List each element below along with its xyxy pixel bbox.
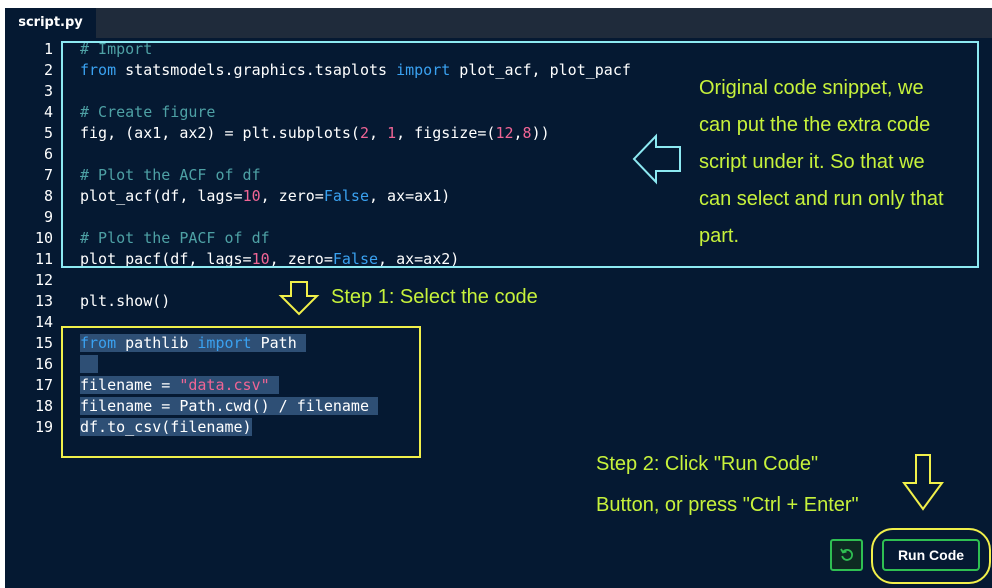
code-text: # Plot the ACF of df: [80, 166, 261, 184]
code-text: filename = Path.cwd() / filename: [80, 397, 379, 415]
code-text: # Plot the PACF of df: [80, 229, 270, 247]
code-text: plot_acf(df, lags=10, zero=False, ax=ax1…: [80, 187, 451, 205]
line-number: 9: [43, 208, 53, 226]
line-number: 1: [43, 40, 53, 58]
line-number: 7: [43, 166, 53, 184]
editor-window: script.py 1 # Import 2 from statsmodels.gra…: [5, 8, 992, 588]
annotation-original-line-5: part.: [699, 225, 740, 247]
original-snippet-highlight: [61, 41, 979, 268]
reset-icon: [839, 548, 853, 561]
selected-code-highlight: [61, 326, 421, 458]
annotation-step-2-line-1: Step 2: Click "Run Code": [596, 453, 819, 475]
line-number: 11: [34, 250, 53, 268]
run-button-highlight: [871, 528, 991, 584]
line-number: 4: [43, 103, 53, 121]
code-text: from pathlib import Path: [80, 334, 306, 352]
line-number: 8: [43, 187, 53, 205]
annotation-step-2-line-2: Button, or press "Ctrl + Enter": [596, 494, 859, 516]
reset-button[interactable]: [830, 539, 863, 571]
code-text: [80, 354, 99, 375]
code-text: # Import: [80, 40, 153, 58]
code-text: plot_pacf(df, lags=10, zero=False, ax=ax…: [80, 250, 460, 268]
line-number: 6: [43, 145, 53, 163]
line-number: 16: [34, 355, 53, 373]
line-number: 14: [34, 313, 53, 331]
line-number: 12: [34, 271, 53, 289]
tab-bar: script.py: [5, 8, 992, 40]
code-text: plt.show(): [80, 292, 171, 310]
line-number: 2: [43, 61, 53, 79]
annotation-step-1: Step 1: Select the code: [331, 286, 538, 308]
line-number: 17: [34, 376, 53, 394]
tab-script-py[interactable]: script.py: [5, 8, 96, 40]
arrow-down-icon: [902, 454, 944, 511]
code-text: filename = "data.csv": [80, 375, 279, 396]
annotation-original-line-1: Original code snippet, we: [699, 77, 924, 99]
line-number: 5: [43, 124, 53, 142]
arrow-down-icon: [278, 281, 320, 316]
annotation-original-line-2: can put the the extra code: [699, 114, 931, 136]
line-number: 15: [34, 334, 53, 352]
annotation-original-line-4: can select and run only that: [699, 188, 944, 210]
code-text: df.to_csv(filename): [80, 418, 252, 436]
line-number: 13: [34, 292, 53, 310]
run-code-button[interactable]: Run Code: [882, 539, 980, 571]
line-number: 18: [34, 397, 53, 415]
code-text: # Create figure: [80, 103, 216, 121]
code-text: from statsmodels.graphics.tsaplots impor…: [80, 61, 631, 79]
annotation-original-line-3: script under it. So that we: [699, 151, 925, 173]
line-number: 10: [34, 229, 53, 247]
code-text: fig, (ax1, ax2) = plt.subplots(2, 1, fig…: [80, 124, 550, 142]
line-number: 3: [43, 82, 53, 100]
arrow-left-icon: [632, 133, 681, 185]
line-number: 19: [34, 418, 53, 436]
